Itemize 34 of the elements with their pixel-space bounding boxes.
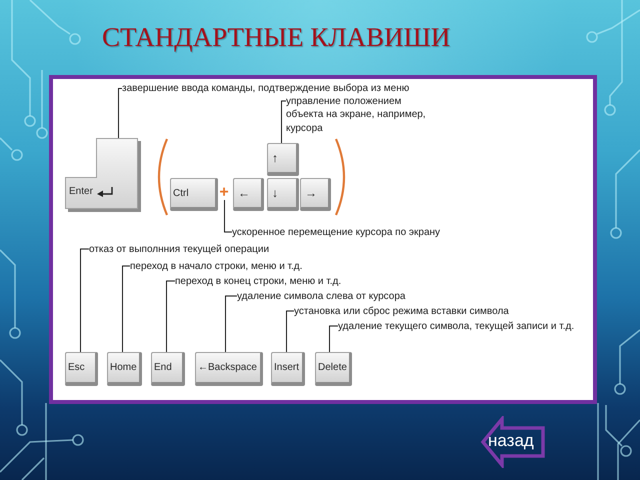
keyboard-key: Insert (271, 352, 305, 386)
callout-text: переход в начало строки, меню и т.д. (130, 260, 302, 272)
plus-sign: + (219, 186, 229, 200)
callout-text: завершение ввода команды, подтверждение выбора из меню (122, 82, 410, 95)
keyboard-key: Esc (65, 352, 98, 386)
keyboard-key: → (300, 178, 331, 211)
leader-line (286, 310, 294, 352)
callout-text: удаление символа слева от курсора (237, 290, 406, 302)
key-label: Enter (69, 186, 93, 198)
leader-line (118, 88, 122, 138)
callout-text: ускоренное перемещение курсора по экрану (232, 226, 440, 238)
keyboard-key: End (151, 352, 185, 386)
leader-line (122, 266, 130, 352)
callout-text: установка или сброс режима вставки символа (294, 304, 509, 318)
callout-text: переход в конец строки, меню и т.д. (175, 274, 342, 288)
leader-line (80, 248, 90, 352)
callout-text: управление положением объекта на экране, например, курсора (286, 94, 433, 135)
keyboard-key: Delete (315, 352, 352, 386)
leader-line (166, 280, 176, 352)
keyboard-key: ←Backspace (195, 352, 263, 386)
callout-text: отказ от выполнния текущей операции (89, 242, 270, 256)
back-button: назад (480, 416, 546, 468)
callout-text: удаление текущего символа, текущей записи и т.д. (338, 320, 574, 332)
keyboard-key: ← (233, 178, 264, 211)
keyboard-key: ↓ (267, 178, 299, 211)
leader-line (281, 100, 286, 144)
keyboard-key: Home (107, 352, 142, 386)
slide-title: СТАНДАРТНЫЕ КЛАВИШИ (102, 22, 450, 52)
leader-line (224, 200, 232, 232)
keyboard-key: Ctrl (170, 178, 218, 211)
keyboard-key (65, 138, 141, 212)
keyboard-key: ↑ (267, 143, 299, 176)
leader-line (225, 296, 238, 352)
leader-line (329, 326, 338, 352)
